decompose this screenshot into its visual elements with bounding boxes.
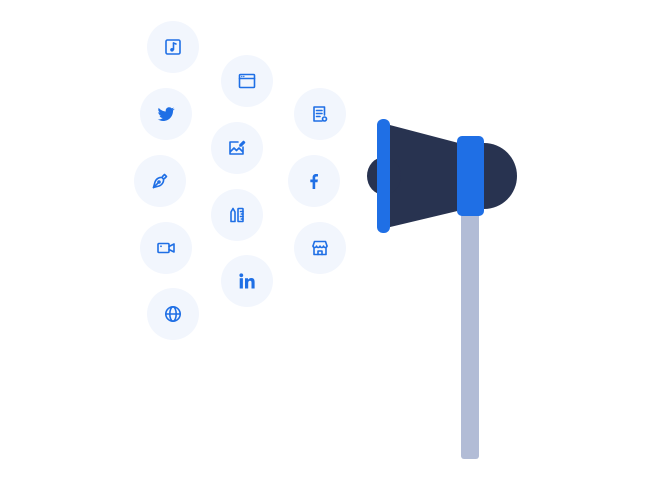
facebook-bubble [288,155,340,207]
document-icon [313,106,328,122]
linkedin-bubble [221,255,273,307]
music-bubble [147,21,199,73]
megaphone [367,119,517,459]
image-edit-bubble [211,122,263,174]
document-bubble [294,88,346,140]
image-edit-icon [229,140,246,155]
megaphone-horn [386,124,470,228]
megaphone-band [457,136,484,216]
pen-bubble [134,155,186,207]
video-bubble [140,222,192,274]
twitter-icon [157,107,175,121]
video-camera-icon [157,242,175,254]
globe-bubble [147,288,199,340]
twitter-bubble [140,88,192,140]
facebook-icon [310,174,318,189]
design-tools-icon [230,207,244,223]
browser-bubble [221,55,273,107]
linkedin-icon [239,273,255,289]
design-tools-bubble [211,189,263,241]
storefront-icon [312,240,328,256]
megaphone-front-rim [377,119,390,233]
globe-icon [165,306,181,322]
pen-nib-icon [152,173,168,189]
browser-window-icon [238,73,256,89]
megaphone-pole [461,205,479,459]
music-note-icon [165,39,181,55]
store-bubble [294,222,346,274]
